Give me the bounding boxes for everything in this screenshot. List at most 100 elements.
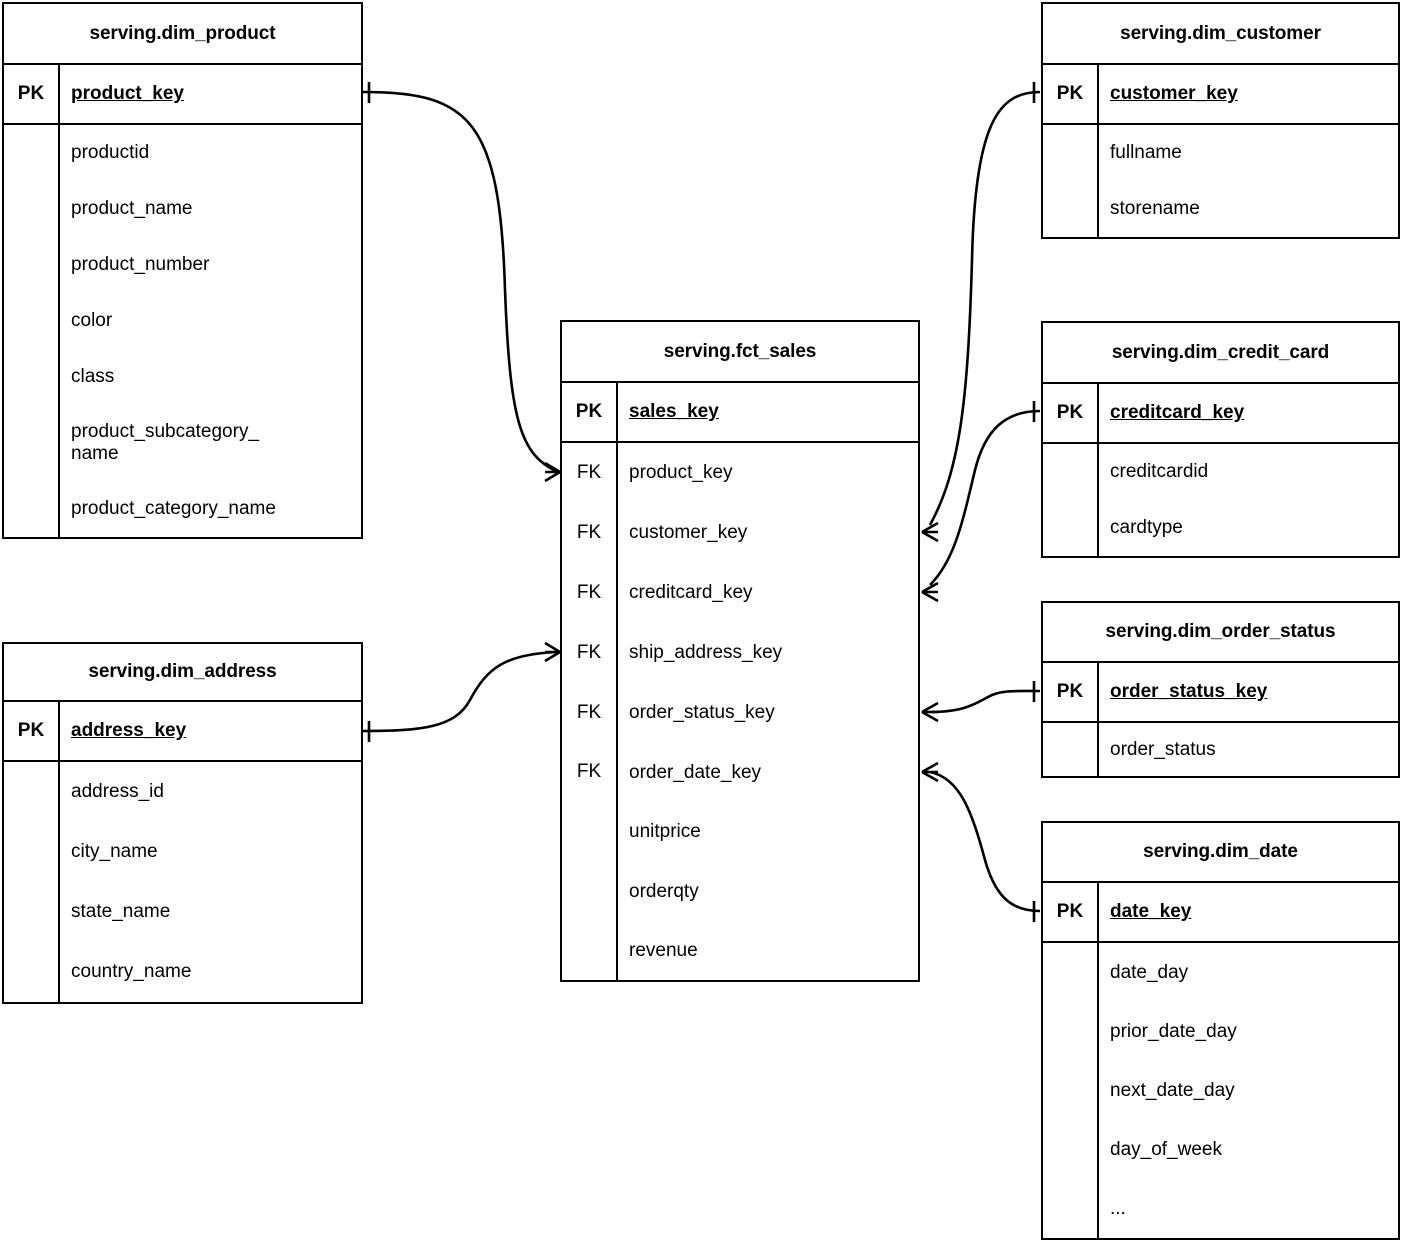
attribute-list-dim-credit-card: creditcardid cardtype	[1043, 444, 1398, 556]
attribute-list-dim-customer: fullname storename	[1043, 125, 1398, 237]
attribute-cardtype: cardtype	[1099, 500, 1398, 556]
attribute-row[interactable]: order_status	[1043, 723, 1398, 776]
attribute-product-subcategory-name: product_subcategory_ name	[60, 404, 361, 481]
attribute-row[interactable]: ...	[1043, 1179, 1398, 1238]
attribute-row[interactable]: product_category_name	[4, 481, 361, 537]
attribute-row[interactable]: orderqty	[562, 861, 918, 921]
attribute-row[interactable]: creditcardid	[1043, 444, 1398, 500]
attribute-label: storename	[1110, 198, 1200, 220]
key-cell-fk: FK	[562, 682, 618, 743]
attribute-row[interactable]: revenue	[562, 920, 918, 980]
key-cell-blank	[4, 292, 60, 349]
pk-row-dim-customer[interactable]: PK customer_key	[1043, 65, 1398, 125]
entity-title-dim-credit-card: serving.dim_credit_card	[1043, 323, 1398, 384]
entity-dim-address[interactable]: serving.dim_address PK address_key addre…	[2, 642, 363, 1004]
attribute-label: cardtype	[1110, 517, 1183, 539]
attribute-row[interactable]: FK order_status_key	[562, 682, 918, 743]
attribute-row[interactable]: product_subcategory_ name	[4, 404, 361, 482]
attribute-product-key: product_key	[618, 443, 918, 503]
key-cell-pk: PK	[1043, 65, 1099, 123]
attribute-label: class	[71, 365, 115, 387]
attribute-city-name: city_name	[60, 822, 361, 882]
entity-dim-product[interactable]: serving.dim_product PK product_key produ…	[2, 2, 363, 539]
attribute-product-name: product_name	[60, 181, 361, 237]
many-marker-date	[921, 761, 939, 783]
attribute-address-id: address_id	[60, 762, 361, 822]
attribute-row[interactable]: address_id	[4, 762, 361, 822]
pk-row-dim-credit-card[interactable]: PK creditcard_key	[1043, 384, 1398, 444]
attribute-label: revenue	[629, 939, 698, 961]
key-cell-pk: PK	[1043, 384, 1099, 442]
entity-title-dim-date: serving.dim_date	[1043, 823, 1398, 883]
key-cell-pk: PK	[1043, 883, 1099, 941]
entity-dim-order-status[interactable]: serving.dim_order_status PK order_status…	[1041, 601, 1400, 778]
key-cell-blank	[1043, 125, 1099, 181]
attribute-row[interactable]: city_name	[4, 822, 361, 882]
attribute-country-name: country_name	[60, 942, 361, 1002]
entity-fct-sales[interactable]: serving.fct_sales PK sales_key FK produc…	[560, 320, 920, 982]
pk-row-dim-order-status[interactable]: PK order_status_key	[1043, 663, 1398, 723]
key-cell-blank	[1043, 723, 1099, 776]
key-cell-blank	[1043, 1061, 1099, 1120]
many-marker-orderstatus	[921, 701, 939, 723]
attribute-row[interactable]: FK customer_key	[562, 502, 918, 563]
attribute-date-key: date_key	[1110, 901, 1192, 923]
connector-creditcard	[929, 409, 1041, 586]
attribute-label: order_status	[1110, 738, 1216, 760]
attribute-row[interactable]: fullname	[1043, 125, 1398, 181]
attribute-row[interactable]: unitprice	[562, 802, 918, 862]
attribute-row[interactable]: class	[4, 348, 361, 405]
attribute-label: color	[71, 309, 113, 331]
many-marker-address	[544, 641, 561, 663]
attribute-row[interactable]: state_name	[4, 882, 361, 942]
attribute-storename: storename	[1099, 181, 1398, 237]
attribute-row[interactable]: color	[4, 292, 361, 349]
entity-dim-credit-card[interactable]: serving.dim_credit_card PK creditcard_ke…	[1041, 321, 1400, 558]
attribute-row[interactable]: cardtype	[1043, 500, 1398, 556]
attribute-day-of-week: day_of_week	[1099, 1120, 1398, 1179]
entity-dim-customer[interactable]: serving.dim_customer PK customer_key ful…	[1041, 2, 1400, 239]
attribute-customer-key: customer_key	[618, 503, 918, 563]
attribute-label: product_key	[629, 462, 733, 484]
attribute-customer-key: customer_key	[1110, 83, 1238, 105]
pk-row-dim-date[interactable]: PK date_key	[1043, 883, 1398, 943]
attribute-row[interactable]: day_of_week	[1043, 1120, 1398, 1179]
pk-row-fct-sales[interactable]: PK sales_key	[562, 383, 918, 443]
attribute-label: next_date_day	[1110, 1079, 1235, 1101]
attribute-ellipsis: ...	[1099, 1179, 1398, 1238]
attribute-row[interactable]: date_day	[1043, 943, 1398, 1002]
pk-row-dim-product[interactable]: PK product_key	[4, 65, 361, 125]
key-cell-blank	[4, 404, 60, 482]
entity-title-fct-sales: serving.fct_sales	[562, 322, 918, 383]
connector-product	[362, 90, 559, 474]
attribute-label: city_name	[71, 841, 158, 863]
entity-dim-date[interactable]: serving.dim_date PK date_key date_day pr…	[1041, 821, 1400, 1240]
attribute-row[interactable]: storename	[1043, 181, 1398, 237]
attribute-label: orderqty	[629, 880, 699, 902]
attribute-row[interactable]: FK creditcard_key	[562, 562, 918, 623]
attribute-class: class	[60, 348, 361, 404]
attribute-row[interactable]: product_name	[4, 180, 361, 237]
many-marker-customer	[921, 521, 939, 543]
attribute-list-fct-sales: FK product_key FK customer_key FK credit…	[562, 443, 918, 980]
attribute-row[interactable]: FK order_date_key	[562, 742, 918, 803]
attribute-row[interactable]: product_number	[4, 236, 361, 293]
attribute-creditcardid: creditcardid	[1099, 444, 1398, 500]
key-cell-blank	[1043, 1002, 1099, 1061]
attribute-row[interactable]: country_name	[4, 942, 361, 1002]
attribute-row[interactable]: productid	[4, 125, 361, 181]
attribute-list-dim-product: productid product_name product_number co…	[4, 125, 361, 537]
attribute-row[interactable]: next_date_day	[1043, 1061, 1398, 1120]
attribute-state-name: state_name	[60, 882, 361, 942]
key-cell-blank	[1043, 1179, 1099, 1238]
attribute-list-dim-date: date_day prior_date_day next_date_day da…	[1043, 943, 1398, 1238]
key-cell-blank	[4, 822, 60, 882]
attribute-orderqty: orderqty	[618, 862, 918, 921]
key-cell-pk: PK	[4, 702, 60, 760]
attribute-row[interactable]: prior_date_day	[1043, 1002, 1398, 1061]
attribute-row[interactable]: FK product_key	[562, 443, 918, 503]
pk-row-dim-address[interactable]: PK address_key	[4, 702, 361, 762]
attribute-label: ship_address_key	[629, 642, 783, 664]
attribute-row[interactable]: FK ship_address_key	[562, 622, 918, 683]
